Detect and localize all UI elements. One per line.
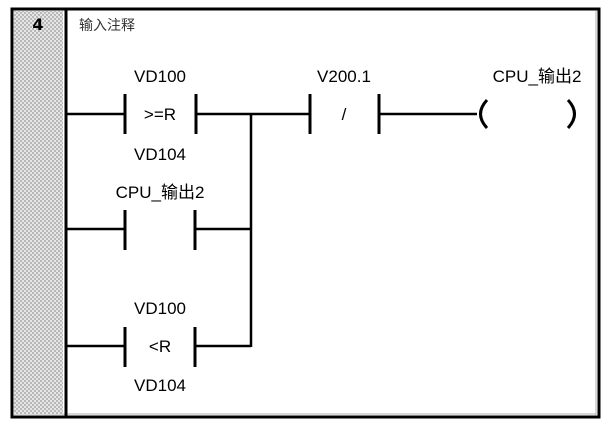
compare-lt-operand-top: VD100 [134,299,186,318]
compare-ge-operator: >=R [144,105,176,124]
network-comment[interactable]: 输入注释 [79,18,135,34]
compare-lt-instruction[interactable]: VD100 <R VD104 [66,299,251,395]
nc-contact-address: V200.1 [317,67,371,86]
network-gutter[interactable] [14,11,63,414]
network-frame [10,7,601,419]
compare-lt-operator: <R [149,337,171,356]
compare-ge-operand-top: VD100 [134,67,186,86]
compare-lt-operand-bottom: VD104 [134,376,186,395]
coil-left-paren [479,98,489,130]
holding-contact[interactable]: CPU_输出2 [66,183,251,250]
holding-contact-address: CPU_输出2 [116,183,205,202]
nc-contact-symbol: / [342,105,347,124]
nc-contact-v200-1[interactable]: V200.1 / [251,67,477,134]
compare-ge-instruction[interactable]: VD100 >=R VD104 [66,67,251,164]
network-number: 4 [32,15,43,34]
compare-ge-operand-bottom: VD104 [134,145,186,164]
output-coil-address: CPU_输出2 [493,67,582,86]
coil-right-paren [566,98,576,130]
output-coil[interactable]: CPU_输出2 [479,67,582,130]
